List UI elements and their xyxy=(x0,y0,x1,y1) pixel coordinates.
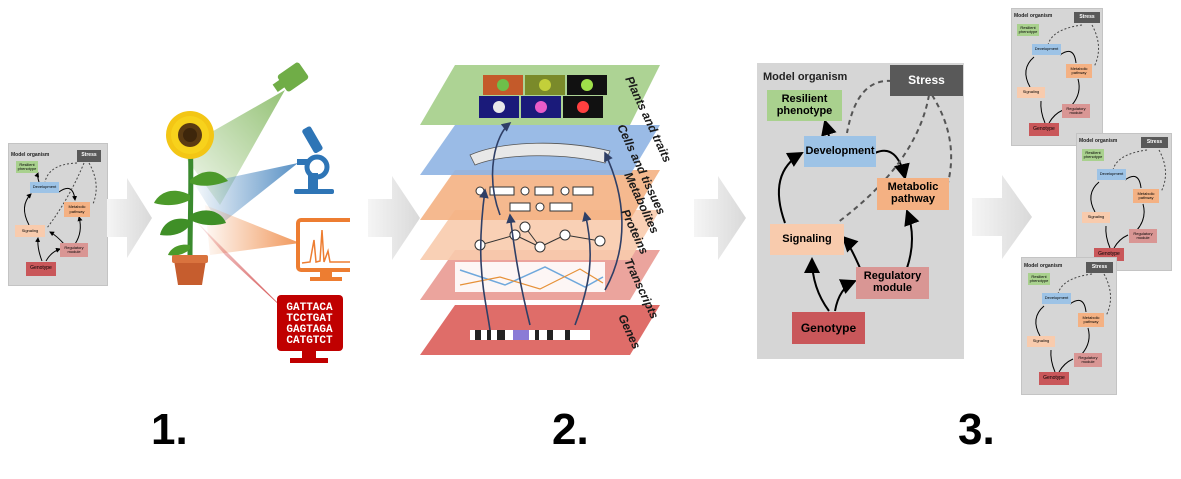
regulatory-module-box: Regulatory module xyxy=(1074,353,1102,367)
chevron-arrow-icon xyxy=(972,175,1032,259)
genotype-box: Genotype xyxy=(26,262,56,276)
regulatory-module-box: Regulatory module xyxy=(856,267,929,299)
resilient-phenotype-box: Resilient phenotype xyxy=(16,161,38,173)
step-3-label: 3. xyxy=(958,405,995,454)
stress-box: Stress xyxy=(1074,12,1100,23)
metabolic-pathway-box: Metabolic pathway xyxy=(877,178,949,210)
development-box: Development xyxy=(1097,169,1126,180)
model-arrows xyxy=(24,162,97,262)
orange-beam xyxy=(205,205,300,255)
metabolic-pathway-box: Metabolic pathway xyxy=(64,202,90,217)
model-organism-panel-small-middle: Model organism Stress Resilient phenotyp… xyxy=(1076,133,1172,271)
stress-box: Stress xyxy=(1086,262,1113,273)
chromosome-bands xyxy=(470,330,590,340)
metabolic-pathway-box: Metabolic pathway xyxy=(1078,313,1104,327)
signaling-box: Signaling xyxy=(1017,87,1045,98)
model-title: Model organism xyxy=(1024,263,1063,269)
model-title: Model organism xyxy=(11,152,50,158)
stress-box: Stress xyxy=(77,150,101,162)
development-box: Development xyxy=(1032,44,1061,55)
microscope-icon xyxy=(294,126,334,194)
signaling-box: Signaling xyxy=(770,224,844,255)
stress-box: Stress xyxy=(1141,137,1168,148)
red-beam xyxy=(195,220,290,315)
dna-sequence-text: GATTACA TCCTGAT GAGTAGA CATGTCT xyxy=(281,303,338,347)
model-organism-panel-small-bottom: Model organism Stress Resilient phenotyp… xyxy=(1021,257,1117,395)
development-box: Development xyxy=(30,182,59,193)
model-organism-panel-small-top: Model organism Stress Resilient phenotyp… xyxy=(1011,8,1103,146)
genotype-box: Genotype xyxy=(792,312,865,344)
dna-line: GATTACA xyxy=(286,302,333,314)
model-title: Model organism xyxy=(1079,138,1118,144)
omics-layers-illustration xyxy=(420,65,660,355)
model-arrows xyxy=(1035,273,1111,373)
signaling-box: Signaling xyxy=(1027,336,1055,347)
genotype-box: Genotype xyxy=(1029,123,1059,136)
resilient-phenotype-box: Resilient phenotype xyxy=(767,90,842,121)
metabolic-pathway-box: Metabolic pathway xyxy=(1066,64,1092,78)
dna-line: TCCTGAT xyxy=(286,313,333,325)
phenotyping-illustration xyxy=(154,62,350,363)
resilient-phenotype-box: Resilient phenotype xyxy=(1017,24,1039,36)
model-organism-panel-small-left: Model organism Stress Resilient phenotyp… xyxy=(8,143,108,286)
step-2-label: 2. xyxy=(552,405,589,454)
step-1-label: 1. xyxy=(151,405,188,454)
signaling-box: Signaling xyxy=(15,225,45,237)
blue-beam xyxy=(195,163,298,225)
model-arrows xyxy=(1025,24,1099,124)
dna-sequence-monitor-icon xyxy=(277,295,343,363)
chevron-arrow-icon xyxy=(694,176,746,260)
signaling-box: Signaling xyxy=(1082,212,1110,223)
regulatory-module-box: Regulatory module xyxy=(1129,229,1157,243)
stress-box: Stress xyxy=(890,65,963,96)
chevron-arrow-icon xyxy=(107,178,152,258)
model-arrows xyxy=(1090,149,1166,249)
regulatory-module-box: Regulatory module xyxy=(60,243,88,257)
sunflower-icon xyxy=(154,111,228,285)
model-title: Model organism xyxy=(1014,13,1053,19)
model-organism-panel-large: Model organism Stress Resilient phenotyp… xyxy=(757,63,964,359)
metabolic-pathway-box: Metabolic pathway xyxy=(1133,189,1159,203)
development-box: Development xyxy=(804,136,876,167)
regulatory-module-box: Regulatory module xyxy=(1062,104,1090,118)
development-box: Development xyxy=(1042,293,1071,304)
resilient-phenotype-box: Resilient phenotype xyxy=(1028,273,1050,285)
spectrum-monitor-icon xyxy=(296,218,350,281)
chevron-arrow-icon xyxy=(368,176,420,260)
genotype-box: Genotype xyxy=(1039,372,1069,385)
model-title: Model organism xyxy=(763,71,848,83)
dna-line: CATGTCT xyxy=(286,335,333,347)
camera-sensor-icon xyxy=(272,62,309,92)
dna-line: GAGTAGA xyxy=(286,324,333,336)
model-arrows xyxy=(777,79,953,312)
resilient-phenotype-box: Resilient phenotype xyxy=(1082,149,1104,161)
